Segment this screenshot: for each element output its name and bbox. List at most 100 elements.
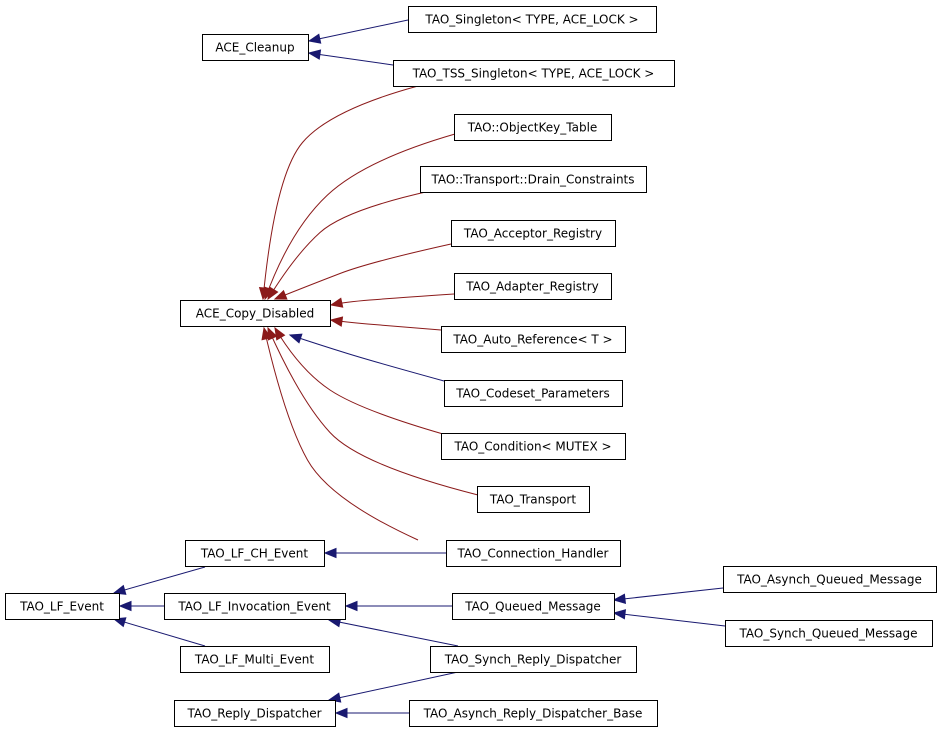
class-label: TAO_Auto_Reference< T > [452,333,612,347]
class-box [725,620,933,647]
edge-asynch_queued_message-to-queued_message [613,587,724,601]
class-box [451,220,616,247]
arrowhead-auto_reference-to-ace_copy_disabled [329,316,344,327]
edges-layer [113,19,726,714]
edge-acceptor_registry-to-ace_copy_disabled [274,243,452,300]
arrowhead-condition_mutex-to-ace_copy_disabled [274,326,286,341]
class-box [441,326,626,353]
edge-drain_constraints-to-ace_copy_disabled [267,190,431,300]
arrowhead-drain_constraints-to-ace_copy_disabled [267,286,279,301]
class-box [202,34,309,61]
class-node-objectkey-table[interactable]: TAO::ObjectKey_Table [454,114,612,141]
class-box [409,700,658,727]
class-node-tao-singleton[interactable]: TAO_Singleton< TYPE, ACE_LOCK > [408,6,657,33]
class-box [723,566,937,593]
class-box [430,646,637,673]
edge-lf_ch_event-to-lf_event [113,566,206,594]
nodes-layer: ACE_Cleanup TAO_Singleton< TYPE, ACE_LOCK… [5,6,937,727]
class-label: TAO_Queued_Message [464,600,600,614]
edge-connection_handler-to-ace_copy_disabled [263,327,419,541]
edge-synch_queued_message-to-queued_message [613,612,726,627]
arrowhead-connection_handler-to-lf_ch_event [323,547,337,559]
class-label: TAO_Reply_Dispatcher [186,707,321,721]
class-box [393,60,675,87]
class-label: TAO_TSS_Singleton< TYPE, ACE_LOCK > [412,67,655,81]
class-node-codeset-parameters[interactable]: TAO_Codeset_Parameters [444,380,623,407]
edge-condition_mutex-to-ace_copy_disabled [274,327,444,435]
class-node-asynch-reply-dispatcher-base[interactable]: TAO_Asynch_Reply_Dispatcher_Base [409,700,658,727]
edge-auto_reference-to-ace_copy_disabled [330,319,442,331]
class-label: TAO_LF_Multi_Event [194,653,314,667]
class-box [420,166,647,193]
class-box [5,593,120,620]
class-node-synch-reply-dispatcher[interactable]: TAO_Synch_Reply_Dispatcher [430,646,637,673]
edge-tao_transport-to-ace_copy_disabled [267,327,479,496]
edge-adapter_registry-to-ace_copy_disabled [330,293,455,306]
arrowhead-connection_handler-to-ace_copy_disabled [261,326,272,341]
class-box [180,300,331,327]
class-node-asynch-queued-message[interactable]: TAO_Asynch_Queued_Message [723,566,937,593]
class-node-lf-ch-event[interactable]: TAO_LF_CH_Event [185,540,325,567]
class-box [185,540,325,567]
class-box [446,540,621,567]
arrowhead-queued_message-to-lf_invocation_event [344,600,358,612]
class-label: TAO::ObjectKey_Table [467,121,598,135]
class-node-lf-multi-event[interactable]: TAO_LF_Multi_Event [180,646,330,673]
class-node-lf-invocation-event[interactable]: TAO_LF_Invocation_Event [164,593,346,620]
edge-tao_tss_singleton-to-ace_cleanup [308,52,394,66]
edge-tao_singleton-to-ace_cleanup [308,19,409,42]
class-node-acceptor-registry[interactable]: TAO_Acceptor_Registry [451,220,616,247]
class-box [477,486,590,513]
class-label: TAO_Asynch_Queued_Message [736,573,922,587]
class-node-synch-queued-message[interactable]: TAO_Synch_Queued_Message [725,620,933,647]
arrowhead-synch_queued_message-to-queued_message [612,609,627,620]
class-node-queued-message[interactable]: TAO_Queued_Message [452,593,615,620]
class-label: TAO_Singleton< TYPE, ACE_LOCK > [424,13,638,27]
class-label: TAO_Adapter_Registry [465,280,599,294]
class-node-connection-handler[interactable]: TAO_Connection_Handler [446,540,621,567]
edge-objectkey_table-to-ace_copy_disabled [264,133,456,300]
class-label: TAO_Acceptor_Registry [463,227,602,241]
class-node-tao-tss-singleton[interactable]: TAO_TSS_Singleton< TYPE, ACE_LOCK > [393,60,675,87]
class-node-lf-event[interactable]: TAO_LF_Event [5,593,120,620]
class-node-ace-copy-disabled[interactable]: ACE_Copy_Disabled [180,300,331,327]
class-box [454,273,612,300]
class-label: TAO_LF_CH_Event [200,547,309,561]
arrowhead-tao_tss_singleton-to-ace_cleanup [307,49,322,60]
edge-codeset_parameters-to-ace_copy_disabled [289,334,445,382]
class-box [452,593,615,620]
class-box [174,700,336,727]
class-label: ACE_Copy_Disabled [196,307,315,321]
class-label: TAO_Synch_Reply_Dispatcher [444,653,622,667]
edge-synch_reply_dispatcher-to-reply_dispatcher [328,671,459,701]
class-label: TAO_Condition< MUTEX > [453,440,611,454]
class-label: TAO::Transport::Drain_Constraints [430,173,634,187]
edge-synch_reply_dispatcher-to-lf_invocation_event [328,619,459,647]
class-label: TAO_LF_Event [19,600,104,614]
arrowhead-adapter_registry-to-ace_copy_disabled [329,297,344,308]
arrowhead-lf_invocation_event-to-lf_event [118,600,132,612]
arrowhead-codeset_parameters-to-ace_copy_disabled [288,333,303,344]
arrowhead-asynch_queued_message-to-queued_message [612,593,627,604]
class-label: TAO_Asynch_Reply_Dispatcher_Base [423,707,643,721]
class-label: TAO_Synch_Queued_Message [738,627,917,641]
class-node-adapter-registry[interactable]: TAO_Adapter_Registry [454,273,612,300]
class-label: TAO_LF_Invocation_Event [177,600,331,614]
class-box [441,433,626,460]
class-node-condition-mutex[interactable]: TAO_Condition< MUTEX > [441,433,626,460]
class-box [164,593,346,620]
class-label: ACE_Cleanup [215,41,294,55]
class-box [444,380,623,407]
arrowhead-asynch_reply_dispatcher_base-to-reply_dispatcher [334,707,348,719]
class-node-ace-cleanup[interactable]: ACE_Cleanup [202,34,309,61]
class-node-reply-dispatcher[interactable]: TAO_Reply_Dispatcher [174,700,336,727]
class-node-tao-transport[interactable]: TAO_Transport [477,486,590,513]
class-label: TAO_Connection_Handler [457,547,609,561]
class-label: TAO_Codeset_Parameters [455,387,610,401]
arrowhead-acceptor_registry-to-ace_copy_disabled [273,289,288,300]
class-node-drain-constraints[interactable]: TAO::Transport::Drain_Constraints [420,166,647,193]
class-node-auto-reference[interactable]: TAO_Auto_Reference< T > [441,326,626,353]
class-box [408,6,657,33]
edge-lf_multi_event-to-lf_event [113,618,206,647]
